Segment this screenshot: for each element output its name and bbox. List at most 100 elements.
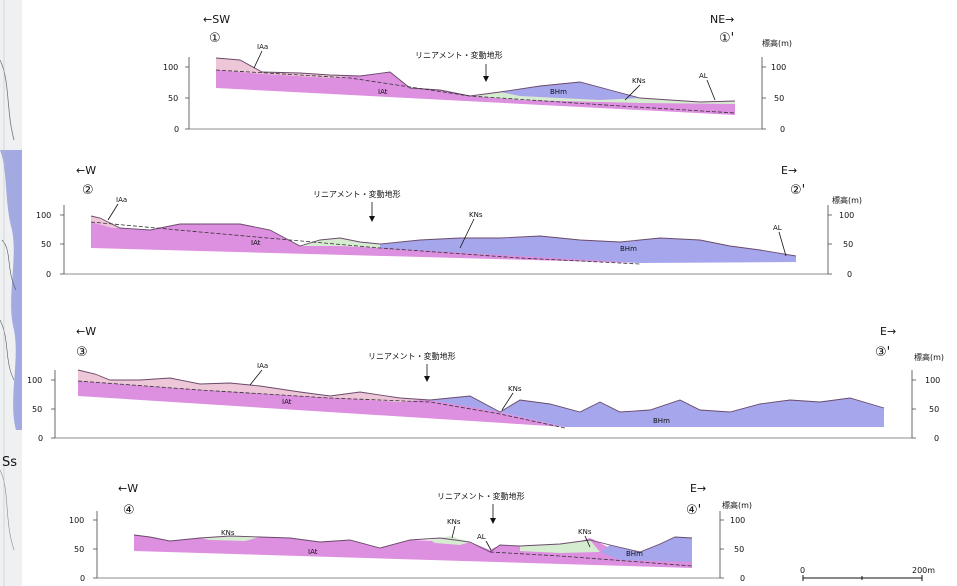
section-1-right-tick-100: 100 — [771, 63, 786, 72]
section-1: ←SW NE→ ① ①' 標高(m) 100 50 0 100 50 0 リニア… — [163, 13, 792, 134]
section-4-right-tick-100: 100 — [730, 516, 745, 525]
section-4-end-point: ④' — [686, 503, 701, 518]
section-1-left-tick-50: 50 — [168, 94, 178, 103]
section-2-left-direction: ←W — [76, 164, 96, 177]
section-4-start-point: ④ — [123, 503, 135, 518]
section-2-right-tick-100: 100 — [839, 211, 854, 220]
section-1-ground-profile — [215, 57, 736, 103]
section-1-elevation-unit: 標高(m) — [762, 38, 792, 48]
section-1-unit-kns — [470, 92, 735, 104]
section-4-right-axis — [719, 511, 724, 579]
section-1-label-al: AL — [699, 72, 708, 80]
section-1-right-direction: NE→ — [710, 13, 734, 26]
section-4-left-axis — [93, 511, 98, 579]
section-4-unit-bhm — [600, 537, 692, 562]
section-2-right-tick-0: 0 — [847, 270, 852, 279]
section-2-elevation-unit: 標高(m) — [832, 195, 862, 205]
section-3-right-tick-0: 0 — [934, 434, 939, 443]
section-2-unit-iat — [91, 216, 640, 263]
section-1-end-point: ①' — [719, 31, 734, 46]
section-2-left-axis — [60, 205, 65, 275]
section-3-right-tick-100: 100 — [925, 376, 940, 385]
section-3-label-iaa: IAa — [257, 362, 268, 370]
map-edge-fragment: Ss — [0, 0, 22, 586]
section-2-right-direction: E→ — [781, 164, 797, 177]
section-4-label-iat: IAt — [308, 548, 318, 556]
scale-bar-start-label: 0 — [800, 566, 805, 575]
section-2-right-axis — [827, 205, 832, 275]
section-3-left-tick-100: 100 — [27, 376, 42, 385]
section-1-label-iaa: IAa — [257, 43, 268, 51]
section-4-label-bhm: BHm — [626, 550, 643, 558]
section-3-left-axis — [51, 370, 56, 439]
section-3-lineament-label: リニアメント・変動地形 — [368, 351, 456, 361]
section-1-label-kns: KNs — [632, 77, 646, 85]
section-4-boundary-dashed — [489, 551, 693, 567]
section-2-unit-kns — [300, 238, 380, 248]
section-2-start-point: ② — [82, 183, 94, 198]
section-1-lineament-label: リニアメント・変動地形 — [415, 50, 503, 60]
section-3-left-direction: ←W — [76, 325, 96, 338]
section-1-right-tick-0: 0 — [780, 125, 785, 134]
section-2-label-al: AL — [773, 224, 782, 232]
section-1-label-iat: IAt — [378, 88, 388, 96]
section-1-left-tick-0: 0 — [174, 125, 179, 134]
section-3-label-bhm: BHm — [653, 417, 670, 425]
section-1-label-bhm: BHm — [550, 88, 567, 96]
section-1-left-tick-100: 100 — [163, 63, 178, 72]
section-3-right-axis — [911, 370, 916, 439]
scale-bar-end-label: 200m — [912, 566, 935, 575]
section-4-right-tick-50: 50 — [734, 545, 744, 554]
section-4-unit-kns — [200, 536, 600, 553]
section-3-boundary-dashed — [77, 380, 566, 429]
section-3-right-direction: E→ — [880, 325, 896, 338]
section-4-right-direction: E→ — [690, 482, 706, 495]
section-3-label-kns: KNs — [508, 385, 522, 393]
section-4-label-kns-mid: KNs — [447, 518, 461, 526]
section-3-unit-bhm — [430, 396, 884, 427]
section-2-label-iaa: IAa — [116, 196, 127, 204]
section-2-label-bhm: BHm — [620, 245, 637, 253]
section-1-left-direction: ←SW — [203, 13, 230, 26]
section-4-unit-iat — [134, 535, 692, 568]
section-2-ground-profile — [90, 215, 797, 257]
section-2-left-tick-100: 100 — [36, 211, 51, 220]
section-1-right-axis — [761, 57, 766, 130]
section-1-right-tick-50: 50 — [774, 94, 784, 103]
section-4: ←W E→ ④ ④' 標高(m) 100 50 0 100 50 0 リニアメン… — [69, 482, 752, 583]
map-edge-label: Ss — [2, 455, 17, 470]
section-2-label-kns: KNs — [469, 211, 483, 219]
section-1-start-point: ① — [209, 31, 221, 46]
section-2-end-point: ②' — [790, 183, 805, 198]
section-2-unit-bhm — [380, 236, 796, 263]
section-3-label-iat: IAt — [282, 398, 292, 406]
section-2-label-iat: IAt — [251, 239, 261, 247]
section-3-unit-iaa — [78, 370, 420, 402]
section-4-elevation-unit: 標高(m) — [722, 500, 752, 510]
section-3-left-tick-0: 0 — [38, 434, 43, 443]
section-4-left-tick-50: 50 — [74, 545, 84, 554]
section-3-unit-iat — [78, 370, 565, 427]
section-3-elevation-unit: 標高(m) — [914, 352, 944, 362]
section-3-start-point: ③ — [76, 345, 88, 360]
section-3: ←W E→ ③ ③' 標高(m) 100 50 0 100 50 0 リニアメン… — [27, 325, 944, 443]
section-1-unit-bhm — [500, 82, 640, 100]
section-4-left-tick-0: 0 — [80, 574, 85, 583]
section-3-ground-profile — [77, 369, 885, 413]
section-2: ←W E→ ② ②' 標高(m) 100 50 0 100 50 0 リニアメン… — [36, 164, 862, 279]
section-4-label-al: AL — [477, 533, 486, 541]
section-2-boundary-dashed — [90, 221, 641, 265]
section-2-left-tick-0: 0 — [46, 270, 51, 279]
section-4-left-tick-100: 100 — [69, 516, 84, 525]
section-1-left-axis — [185, 57, 190, 130]
section-3-end-point: ③' — [875, 345, 890, 360]
section-3-right-tick-50: 50 — [929, 405, 939, 414]
section-2-left-tick-50: 50 — [41, 240, 51, 249]
section-4-ground-profile — [133, 534, 693, 553]
section-3-left-tick-50: 50 — [32, 405, 42, 414]
section-2-lineament-label: リニアメント・変動地形 — [313, 189, 401, 199]
scale-bar: 0 200m — [800, 566, 935, 581]
section-4-left-direction: ←W — [118, 482, 138, 495]
section-4-label-kns-left: KNs — [221, 529, 235, 537]
